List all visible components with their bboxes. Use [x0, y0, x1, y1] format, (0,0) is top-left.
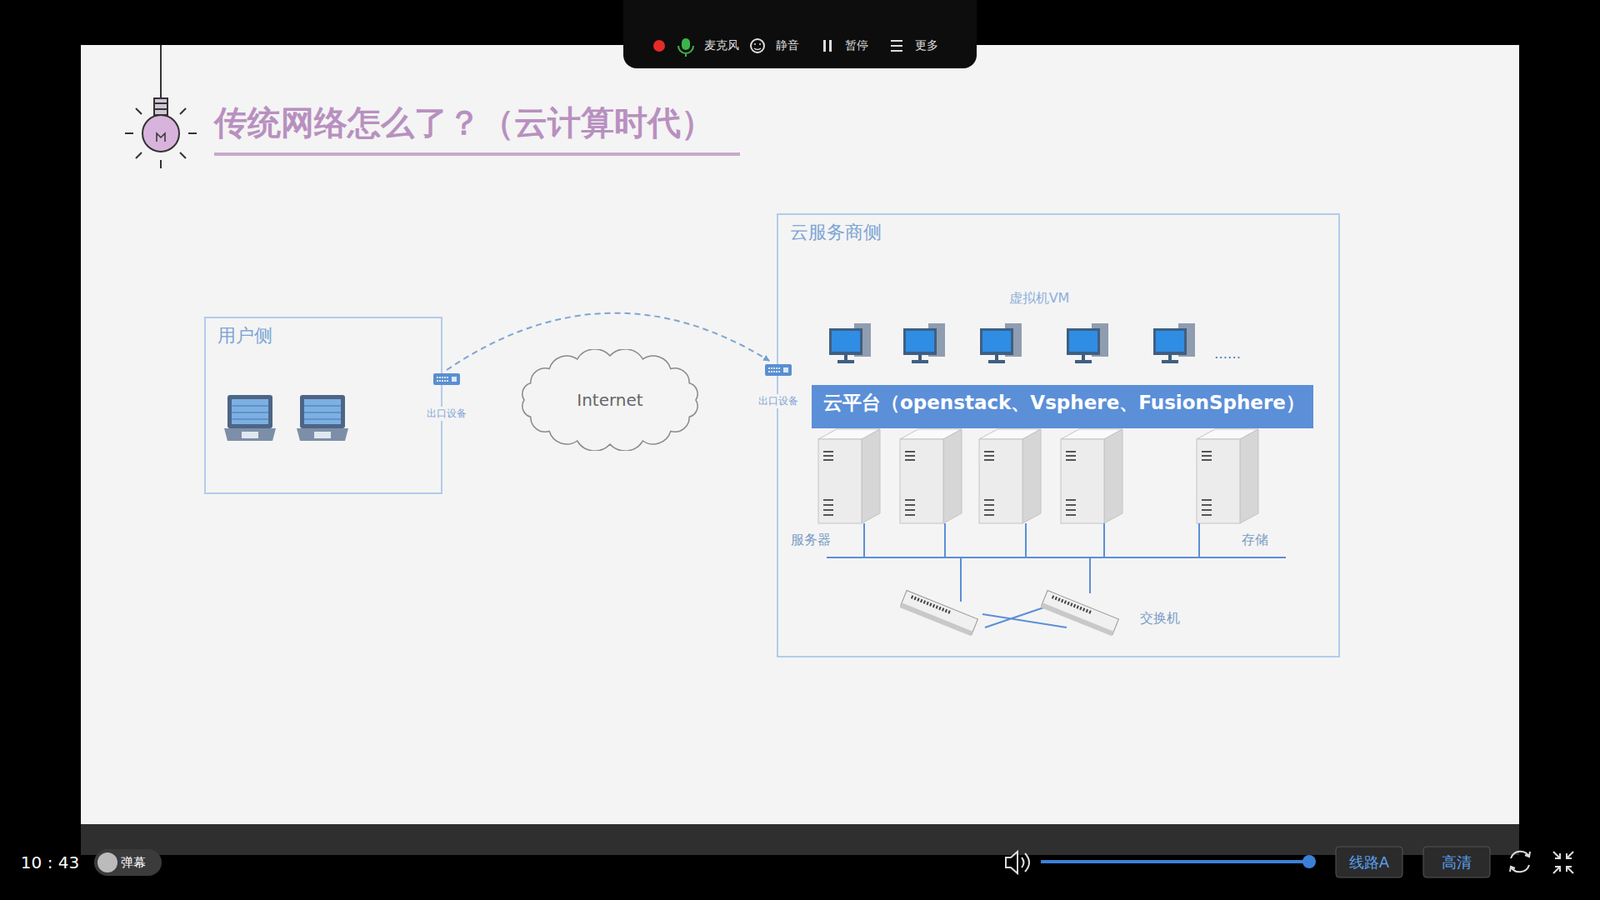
user-side-box: 用户侧	[204, 316, 443, 495]
toolbar-text: 静音	[775, 38, 800, 54]
device-body	[765, 364, 792, 376]
slide-title: 传统网络怎么了？（云计算时代）	[214, 100, 715, 146]
lightbulb-icon	[125, 45, 197, 169]
slide-bar	[80, 824, 1520, 855]
exit-device: 出口设备	[424, 372, 470, 421]
toggle-text: 弹幕	[120, 855, 146, 871]
node-label: 云平台（openstack、Vsphere、FusionSphere）	[823, 390, 1305, 416]
player-button: 高清	[1441, 852, 1472, 873]
exit-device: 出口设备	[755, 363, 801, 409]
device-body	[433, 373, 460, 385]
exit-device-icon	[432, 372, 461, 386]
laptop-icon	[224, 395, 276, 441]
ellipsis: ……	[1214, 345, 1241, 362]
server-icons	[818, 429, 1259, 524]
node-label: Internet	[576, 390, 643, 410]
vm-label: 虚拟机VM	[1009, 290, 1070, 308]
device-ports	[436, 377, 449, 381]
toolbar-text: 暂停	[845, 38, 869, 54]
laptop-icon	[296, 395, 349, 441]
toolbar-text: 麦克风	[704, 38, 740, 54]
cloud-provider-box: 云服务商侧云平台（openstack、Vsphere、FusionSphere）	[776, 213, 1340, 658]
title-underline	[214, 152, 740, 156]
switch-label: 交换机	[1140, 610, 1180, 628]
player-button: 线路A	[1349, 852, 1390, 873]
storage-label: 存储	[1241, 531, 1269, 550]
internet-cloud: Internet	[515, 349, 705, 451]
node-label: 用户侧	[217, 323, 273, 349]
exit-device-icon	[764, 363, 793, 377]
toolbar-text: 更多	[915, 38, 939, 54]
device-ports	[768, 368, 780, 372]
device-led	[451, 376, 457, 382]
time-display: 10 : 43	[20, 852, 80, 873]
device-led	[783, 367, 789, 373]
toolbar	[623, 0, 977, 69]
cloud-path	[522, 349, 698, 451]
vm-icons	[829, 323, 1195, 364]
node-label: 出口设备	[757, 394, 800, 409]
cloud-platform-band: 云平台（openstack、Vsphere、FusionSphere）	[811, 385, 1314, 429]
switch-icons	[900, 590, 1120, 636]
player-controls	[94, 846, 1574, 878]
server-label: 服务器	[790, 531, 831, 550]
node-label: 云服务商侧	[790, 220, 882, 245]
node-label: 出口设备	[425, 406, 468, 421]
slide-ground	[80, 45, 1520, 825]
